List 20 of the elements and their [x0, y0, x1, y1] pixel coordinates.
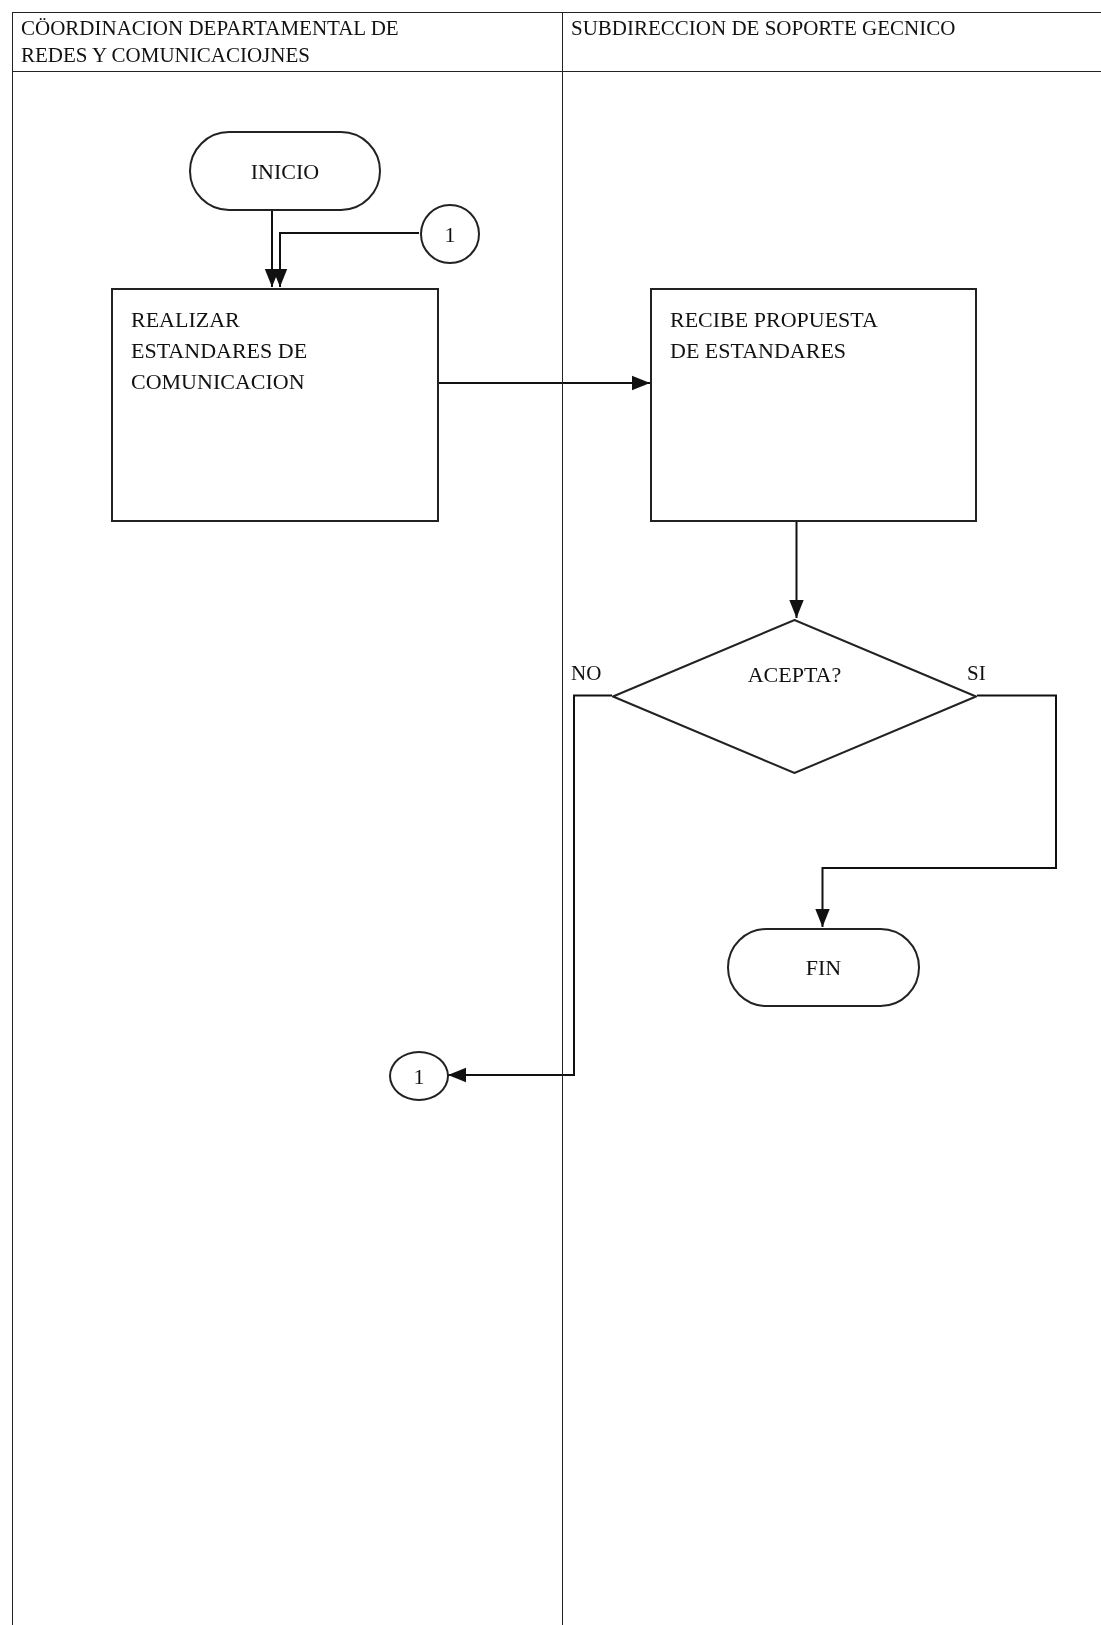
node-label: ACEPTA? [747, 661, 842, 689]
connector-circle [389, 1051, 449, 1101]
node-label: RECIBE PROPUESTA DE ESTANDARES [670, 306, 879, 365]
process-box [650, 288, 977, 522]
arrow [447, 694, 613, 1083]
arrow [789, 520, 804, 619]
arrow [815, 694, 1057, 928]
lane-header: SUBDIRECCION DE SOPORTE GECNICO [571, 15, 957, 42]
swimlane [12, 12, 563, 1625]
node-label: REALIZAR ESTANDARES DE COMUNICACION [131, 306, 309, 396]
process-box [111, 288, 439, 522]
terminator-shape [189, 131, 381, 211]
node-label: INICIO [250, 157, 320, 186]
lane-header: CÖORDINACION DEPARTAMENTAL DE REDES Y COMUNICACIOJNES [21, 15, 400, 69]
connector-circle [420, 204, 480, 264]
node-label: 1 [413, 1062, 425, 1091]
arrow [437, 375, 651, 391]
terminator-shape [727, 928, 920, 1007]
node-label: 1 [444, 220, 456, 249]
node-label: FIN [805, 954, 842, 982]
